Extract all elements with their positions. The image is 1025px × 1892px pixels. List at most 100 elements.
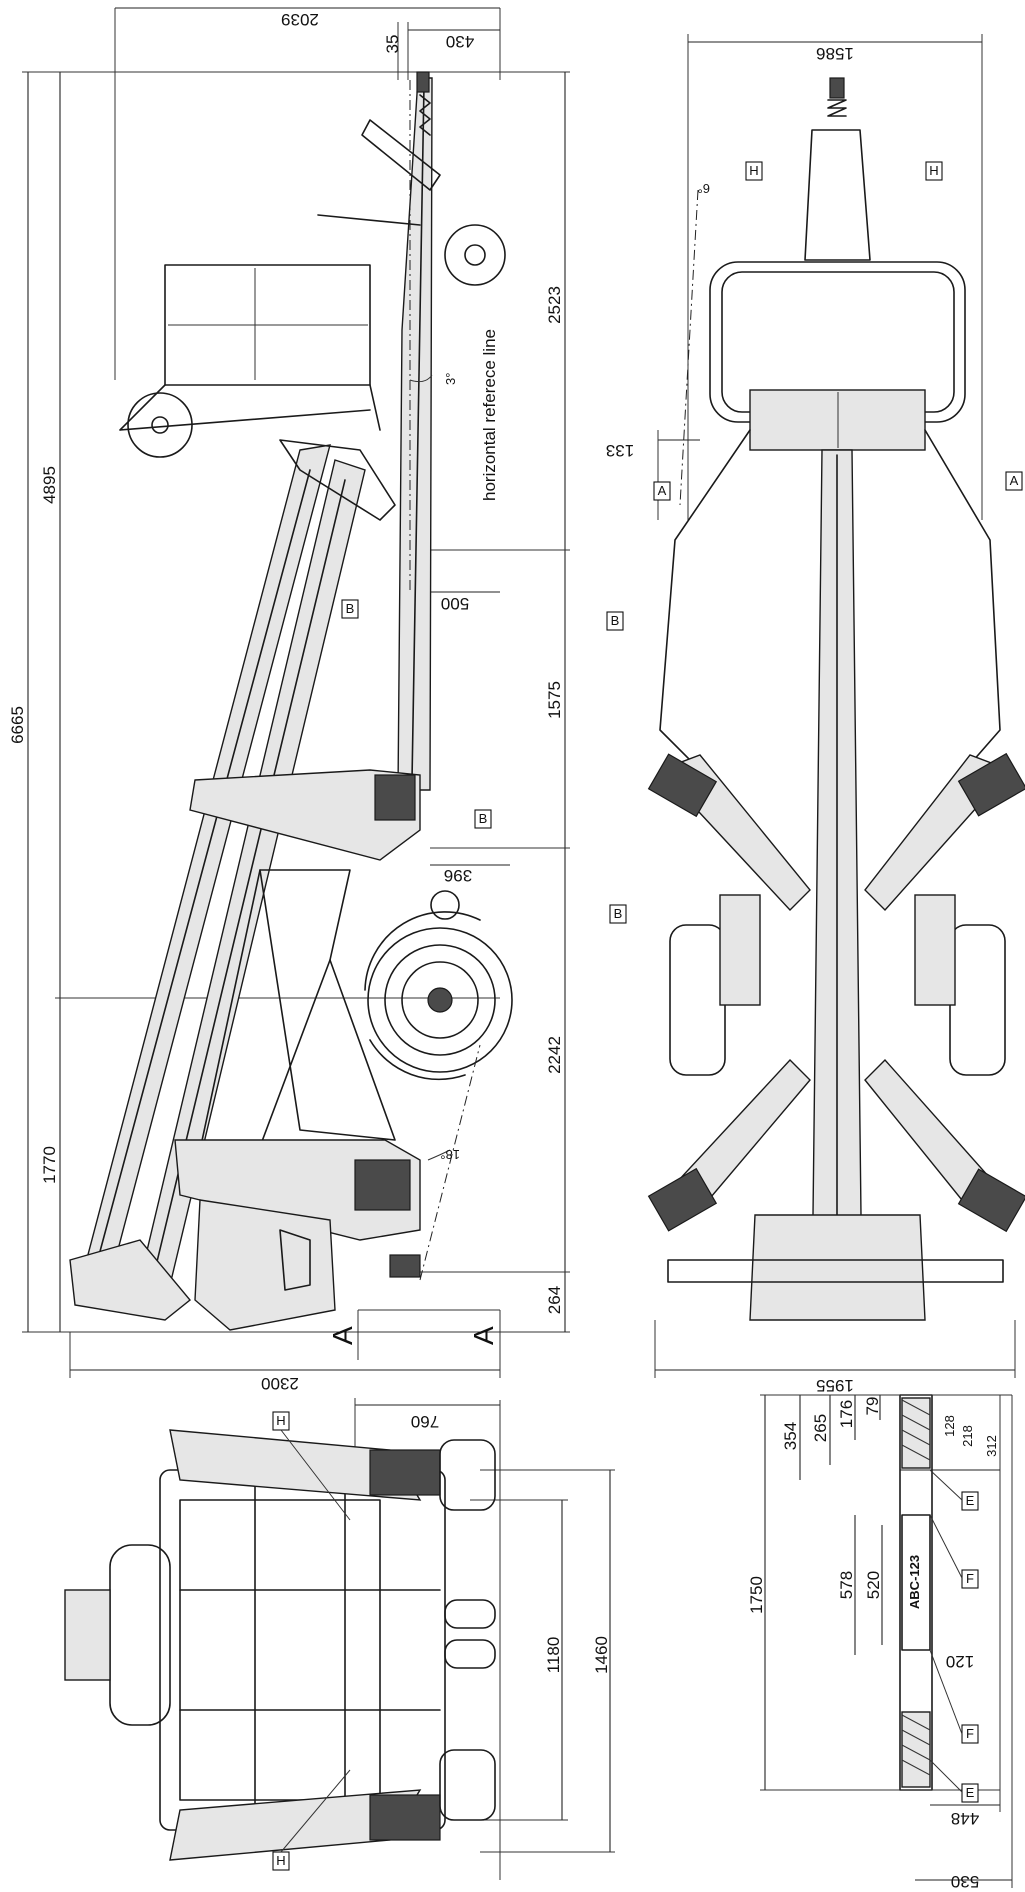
leader-e1 <box>929 1469 963 1501</box>
plate-detail: ABC-123 176 79 354 265 128 218 312 1750 … <box>747 1394 1013 1891</box>
label-box-b-lower <box>609 904 627 924</box>
main-wheel-hub <box>427 987 453 1013</box>
dim-500: 500 <box>441 594 469 613</box>
dim-4895: 4895 <box>40 466 59 504</box>
dim-578: 578 <box>837 1571 856 1599</box>
hitch-spring <box>419 94 431 136</box>
mower-skid <box>389 1254 421 1278</box>
rear-wheel-center-1 <box>444 1599 496 1629</box>
top-stay-left <box>659 429 751 771</box>
label-box-a-left <box>653 481 671 501</box>
support-wheel <box>127 392 193 458</box>
label-b-lower: B <box>614 906 623 921</box>
label-box-b-left <box>606 611 624 631</box>
dim-120: 120 <box>946 1652 974 1671</box>
dim-6665: 6665 <box>8 706 27 744</box>
frame-triangle <box>259 869 396 1141</box>
jack-wheel <box>444 224 506 286</box>
plate-number <box>901 1514 931 1651</box>
dim-265: 265 <box>811 1414 830 1442</box>
side-view: 2039 35 430 6665 4895 1770 2523 1575 224… <box>8 7 570 1393</box>
drawbar-inner-line <box>411 84 425 781</box>
rear-drawbar-frame <box>109 1544 171 1726</box>
leader-h-bottom <box>280 1769 351 1853</box>
dim-354: 354 <box>781 1422 800 1450</box>
top-mower-right-upper <box>957 752 1025 817</box>
label-box-h-right <box>925 161 943 181</box>
jack-crank <box>317 214 421 226</box>
dim-1575: 1575 <box>545 681 564 719</box>
dim-530: 530 <box>951 1872 979 1891</box>
label-h-top: H <box>276 1413 285 1428</box>
boom-inner-2 <box>154 479 346 1271</box>
label-h-left: H <box>749 163 758 178</box>
rear-arm-bottom <box>169 1789 422 1861</box>
dim-520: 520 <box>864 1571 883 1599</box>
label-box-a-right <box>1005 471 1023 491</box>
top-hitch-eye <box>829 77 845 99</box>
label-b-left: B <box>611 613 620 628</box>
boom-inner-1 <box>94 469 311 1271</box>
label-box-h-left <box>745 161 763 181</box>
rear-wheel-bottom <box>439 1749 496 1821</box>
label-h-bottom: H <box>276 1853 285 1868</box>
rear-hitch <box>64 1589 111 1681</box>
plate-section-top <box>901 1397 931 1469</box>
dim-176: 176 <box>837 1400 856 1428</box>
dim-2039: 2039 <box>281 10 319 29</box>
drawbar <box>397 77 433 791</box>
plate-section-bottom <box>901 1711 931 1788</box>
label-b1: B <box>346 601 355 616</box>
dim-35: 35 <box>383 35 402 54</box>
angle-3: 3° <box>443 373 458 385</box>
dim-79: 79 <box>863 1397 882 1416</box>
leader-h-top <box>280 1429 351 1521</box>
frame-diagonal-1 <box>199 869 261 1151</box>
rear-arm-top <box>169 1429 422 1501</box>
dim-1750: 1750 <box>747 1576 766 1614</box>
angle-arc-18 <box>427 1149 451 1161</box>
top-hub-left <box>719 894 761 1006</box>
dim-430: 430 <box>446 32 474 51</box>
top-hitch-spring <box>827 99 847 117</box>
plate-text: ABC-123 <box>907 1555 922 1609</box>
dim-2242: 2242 <box>545 1036 564 1074</box>
gearbox-housing <box>194 1199 336 1331</box>
label-e1: E <box>966 1493 975 1508</box>
rear-mower-top <box>369 1449 441 1496</box>
mudguard <box>364 911 481 1081</box>
angle-18-line <box>419 1044 481 1281</box>
dim-218: 218 <box>960 1425 975 1447</box>
label-e2: E <box>966 1785 975 1800</box>
top-view: 1586 1955 133 6° H H A A B B <box>606 34 1025 1395</box>
stand-legs <box>119 384 381 431</box>
dim-2300: 2300 <box>261 1374 299 1393</box>
main-wheel-tyre <box>367 927 513 1073</box>
angle-6: 6° <box>698 181 710 196</box>
mower-head-upper <box>189 769 421 861</box>
dim-1586: 1586 <box>816 44 854 63</box>
label-a-left: A <box>658 483 667 498</box>
plate-hatch-top <box>901 1399 931 1461</box>
label-f2: F <box>966 1726 974 1741</box>
upper-linkage <box>361 119 441 191</box>
mower-head-lower-block <box>354 1159 411 1211</box>
section-a1: A <box>327 1326 358 1345</box>
top-wheel-right <box>949 924 1006 1076</box>
dim-760: 760 <box>411 1412 439 1431</box>
top-rear-housing <box>749 1214 926 1321</box>
dim-312: 312 <box>984 1435 999 1457</box>
top-mower-right-lower <box>957 1168 1025 1233</box>
plate-hatch-bottom <box>901 1714 931 1776</box>
jack-wheel-hub <box>464 244 486 266</box>
parking-stand <box>164 264 371 386</box>
top-mower-left-lower <box>647 1167 718 1232</box>
dim-396: 396 <box>444 866 472 885</box>
main-wheel-tyre-inner <box>384 944 496 1056</box>
dim-133: 133 <box>606 441 634 460</box>
top-hub-right <box>914 894 956 1006</box>
rear-view: 760 1180 1460 H H <box>64 1398 615 1880</box>
label-box-e1 <box>961 1491 979 1511</box>
hitch-eye <box>416 71 430 93</box>
